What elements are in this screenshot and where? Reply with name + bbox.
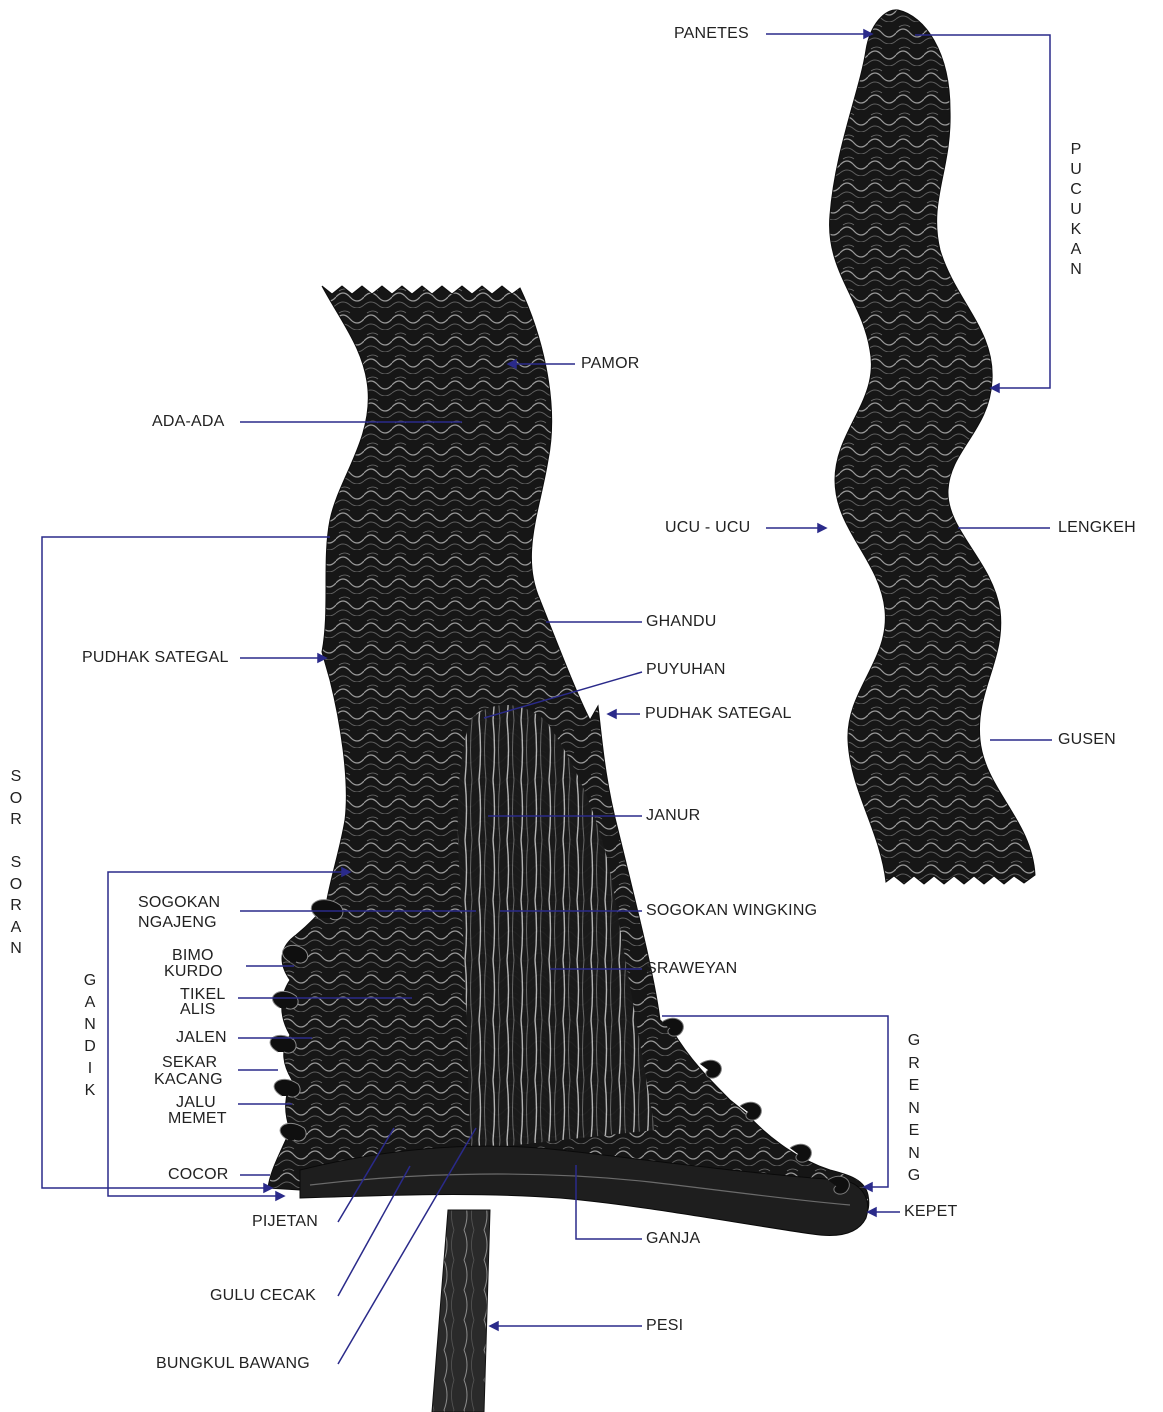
letter: I: [80, 1058, 100, 1080]
letter: N: [904, 1143, 924, 1166]
letter: N: [80, 1014, 100, 1036]
label-pucukan: P U C U K A N: [1066, 140, 1086, 280]
letter: N: [904, 1098, 924, 1121]
label-tikel-alis-2: ALIS: [180, 1002, 216, 1018]
label-panetes: PANETES: [674, 26, 749, 42]
wavy-blade-tip: [830, 10, 1035, 884]
label-bimo-kurdo-2: KURDO: [164, 964, 223, 980]
letter: R: [6, 895, 26, 917]
label-kepet: KEPET: [904, 1204, 957, 1220]
label-janur: JANUR: [646, 808, 700, 824]
letter: E: [904, 1120, 924, 1143]
letter: N: [1066, 260, 1086, 280]
label-bungkul-bawang: BUNGKUL BAWANG: [156, 1356, 310, 1372]
letter: U: [1066, 160, 1086, 180]
letter: K: [1066, 220, 1086, 240]
label-puyuhan: PUYUHAN: [646, 662, 726, 678]
label-ada-ada: ADA-ADA: [152, 414, 225, 430]
label-greneng: G R E N E N G: [904, 1030, 924, 1188]
label-ghandu: GHANDU: [646, 614, 717, 630]
letter: N: [6, 938, 26, 960]
label-sekar-kacang-1: SEKAR: [162, 1055, 217, 1071]
letter: R: [904, 1053, 924, 1076]
label-ucu-ucu: UCU - UCU: [665, 520, 750, 536]
label-pudhak-sategal-right: PUDHAK SATEGAL: [645, 706, 792, 722]
label-pijetan: PIJETAN: [252, 1214, 318, 1230]
letter: O: [6, 874, 26, 896]
letter-gap: [6, 831, 26, 853]
letter: K: [80, 1080, 100, 1102]
label-bimo-kurdo-1: BIMO: [172, 948, 214, 964]
label-sogokan-ngajeng-1: SOGOKAN: [138, 895, 220, 911]
label-pamor: PAMOR: [581, 356, 639, 372]
letter: S: [6, 766, 26, 788]
letter: P: [1066, 140, 1086, 160]
letter: G: [904, 1030, 924, 1053]
letter: R: [6, 809, 26, 831]
label-gusen: GUSEN: [1058, 732, 1116, 748]
label-ganja: GANJA: [646, 1231, 700, 1247]
letter: A: [1066, 240, 1086, 260]
letter: C: [1066, 180, 1086, 200]
label-sogokan-wingking: SOGOKAN WINGKING: [646, 903, 817, 919]
letter: D: [80, 1036, 100, 1058]
label-sekar-kacang-2: KACANG: [154, 1072, 223, 1088]
label-jalu-memet-1: JALU: [176, 1095, 216, 1111]
letter: G: [80, 970, 100, 992]
letter: A: [6, 917, 26, 939]
letter: G: [904, 1165, 924, 1188]
label-pudhak-sategal-left: PUDHAK SATEGAL: [82, 650, 229, 666]
letter: A: [80, 992, 100, 1014]
label-sraweyan: SRAWEYAN: [646, 961, 737, 977]
label-cocor: COCOR: [168, 1167, 229, 1183]
letter: O: [6, 788, 26, 810]
pesi-tang: [432, 1210, 490, 1412]
label-sor-soran: S O R S O R A N: [6, 766, 26, 960]
label-pesi: PESI: [646, 1318, 683, 1334]
label-sogokan-ngajeng-2: NGAJENG: [138, 915, 217, 931]
label-lengkeh: LENGKEH: [1058, 520, 1136, 536]
letter: U: [1066, 200, 1086, 220]
label-gulu-cecak: GULU CECAK: [210, 1288, 316, 1304]
letter: E: [904, 1075, 924, 1098]
label-jalu-memet-2: MEMET: [168, 1111, 227, 1127]
label-gandik: G A N D I K: [80, 970, 100, 1102]
label-jalen: JALEN: [176, 1030, 227, 1046]
letter: S: [6, 852, 26, 874]
